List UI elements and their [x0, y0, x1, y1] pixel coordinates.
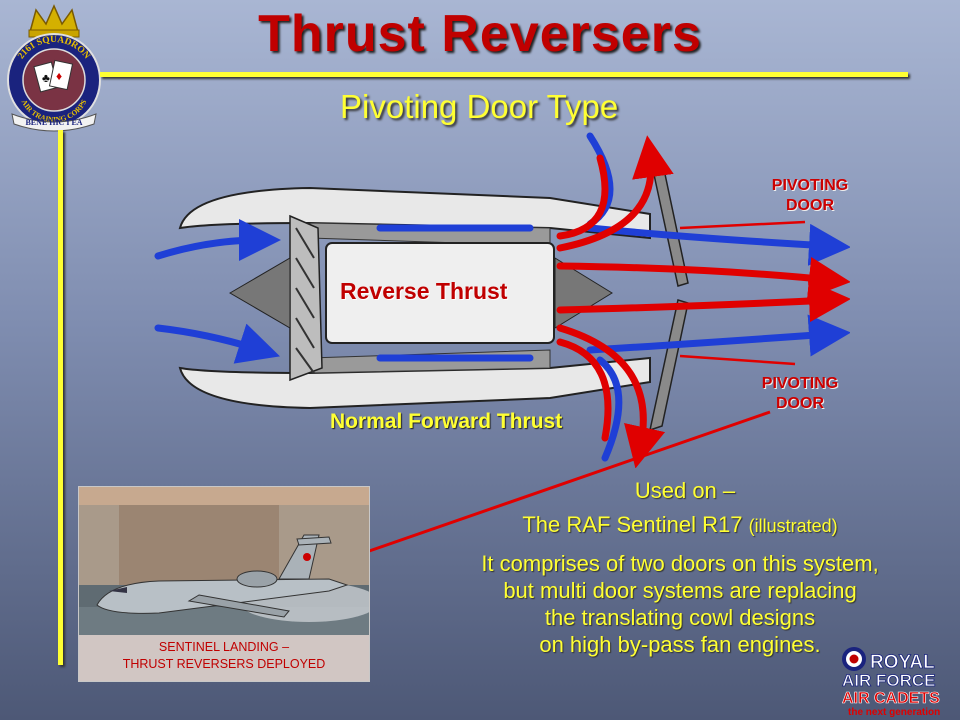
title-underline	[100, 72, 908, 77]
logo-line1: ROYAL	[870, 652, 935, 673]
crest-motto: BENE HIC I EA	[25, 118, 82, 127]
page-title: Thrust Reversers	[258, 5, 702, 63]
left-accent-line	[58, 130, 63, 665]
photo-caption-line2: THRUST REVERSERS DEPLOYED	[122, 657, 326, 671]
forward-thrust-label: Normal Forward Thrust	[330, 410, 563, 433]
door-label-top-line2: DOOR	[786, 197, 834, 214]
description-text: It comprises of two doors on this system…	[390, 550, 960, 658]
description-line: It comprises of two doors on this system…	[481, 551, 879, 576]
door-label-top-line1: PIVOTING	[771, 177, 849, 194]
squadron-crest: 2161 SQUADRON AIR TRAINING CORPS ♣ ♦ BEN…	[7, 4, 101, 132]
page-subtitle: Pivoting Door Type	[340, 88, 619, 125]
logo-line2: AIR FORCE	[842, 671, 936, 690]
playing-cards-icon: ♣ ♦	[33, 59, 74, 93]
core-engine	[325, 242, 555, 344]
fan-blades	[289, 214, 323, 382]
inlet-spinner	[229, 257, 291, 329]
sentinel-landing-photo: SENTINEL LANDING – THRUST REVERSERS DEPL…	[78, 486, 370, 682]
pivoting-door-label-bottom: PIVOTING DOOR	[730, 374, 870, 414]
description-line: the translating cowl designs	[544, 605, 816, 630]
door-pointer-bottom	[679, 354, 796, 366]
door-label-bottom-line1: PIVOTING	[761, 375, 839, 392]
sentinel-aircraft	[96, 534, 349, 618]
used-on-heading: Used on –	[634, 478, 736, 503]
photo-caption-line1: SENTINEL LANDING –	[158, 640, 290, 654]
aircraft-main-text: The RAF Sentinel R17	[522, 512, 749, 537]
logo-line4: the next generation	[848, 707, 940, 718]
svg-text:♣: ♣	[42, 71, 50, 85]
pivoting-door-label-top: PIVOTING DOOR	[740, 176, 880, 216]
raf-air-cadets-logo: ROYAL AIR FORCE AIR CADETS the next gene…	[842, 647, 940, 718]
door-pointer-top	[679, 220, 806, 230]
photo-caption: SENTINEL LANDING – THRUST REVERSERS DEPL…	[79, 635, 369, 681]
thrust-reverser-diagram	[154, 132, 850, 468]
pivoting-door-bottom	[648, 299, 689, 432]
svg-text:♦: ♦	[56, 69, 62, 83]
raf-roundel-icon	[842, 647, 866, 671]
description-line: on high by-pass fan engines.	[539, 632, 821, 657]
door-label-bottom-line2: DOOR	[776, 395, 824, 412]
aircraft-name: The RAF Sentinel R17 (illustrated)	[420, 512, 940, 538]
reverse-thrust-label: Reverse Thrust	[340, 278, 508, 304]
aircraft-note: (illustrated)	[748, 516, 838, 536]
logo-line3: AIR CADETS	[842, 690, 940, 707]
description-line: but multi door systems are replacing	[503, 578, 857, 603]
